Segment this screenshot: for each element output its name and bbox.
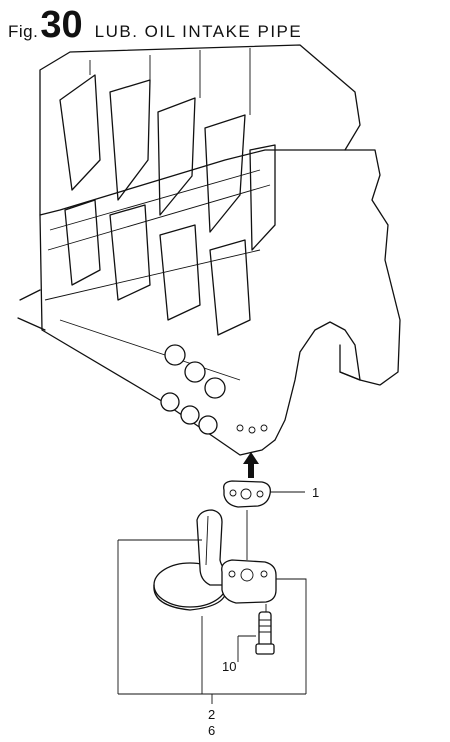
gasket-part	[223, 480, 305, 508]
intake-pipe-drawing	[153, 509, 277, 611]
callout-bracket	[117, 539, 307, 704]
figure-number: 30	[40, 4, 83, 46]
callout-label-1: 1	[312, 485, 319, 500]
bolt-part	[237, 604, 275, 662]
callout-label-6: 6	[208, 723, 215, 738]
callout-label-2: 2	[208, 707, 215, 722]
figure-prefix: Fig.	[8, 22, 39, 41]
callout-label-10: 10	[222, 659, 236, 674]
engine-block-drawing	[17, 44, 401, 456]
assembly-arrow	[243, 452, 259, 478]
figure-header: Fig. 30 LUB. OIL INTAKE PIPE	[8, 6, 302, 46]
figure-title: LUB. OIL INTAKE PIPE	[94, 22, 303, 41]
